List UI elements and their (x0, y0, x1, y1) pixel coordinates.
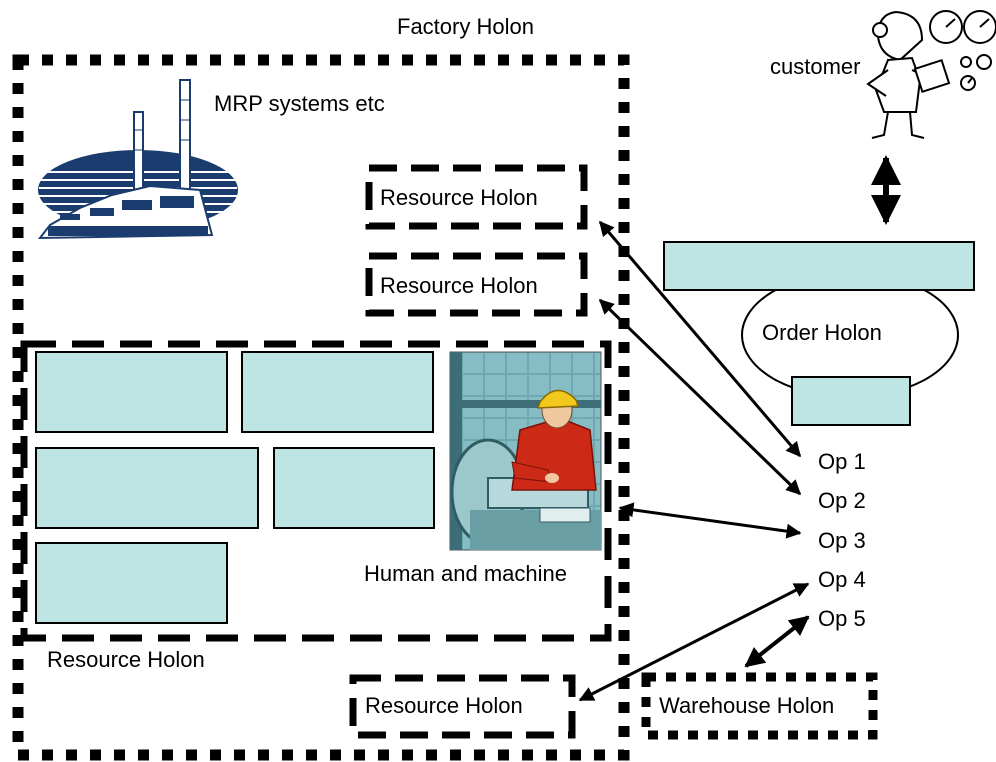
resource-holon-top-border (365, 164, 588, 230)
human-and-machine-label: Human and machine (364, 561, 568, 586)
warehouse-holon-border (641, 672, 878, 740)
arrow-op2-resource (598, 298, 802, 496)
op-label: Op 2 (818, 488, 866, 513)
resource-holon-mid-border (365, 252, 588, 317)
customer-icon (866, 10, 951, 139)
factory-icon (37, 79, 238, 240)
mrp-systems-label: MRP systems etc (214, 91, 385, 116)
arrow-op4-resource (578, 582, 810, 702)
resource-holon-bottom-label: Resource Holon (365, 693, 523, 718)
connector-arrows (578, 155, 901, 702)
resource-holon-large-label: Resource Holon (47, 647, 205, 672)
factory-holon-label: Factory Holon (397, 14, 534, 39)
resource-holon-top-label: Resource Holon (380, 185, 538, 210)
resource-holon-mid-label: Resource Holon (380, 273, 538, 298)
resource-blocks (35, 351, 435, 624)
order-holon-label: Order Holon (762, 320, 882, 345)
arrow-op3-human (618, 502, 802, 539)
op-label: Op 4 (818, 567, 866, 592)
op-label: Op 1 (818, 449, 866, 474)
op-label: Op 3 (818, 528, 866, 553)
worker-machine-photo (449, 351, 602, 551)
gauge-icons (929, 10, 996, 91)
resource-holon-bottom-border (349, 674, 576, 739)
arrow-op5-warehouse (744, 615, 810, 668)
warehouse-holon-label: Warehouse Holon (659, 693, 835, 718)
op-label: Op 5 (818, 606, 866, 631)
customer-label: customer (770, 54, 861, 79)
